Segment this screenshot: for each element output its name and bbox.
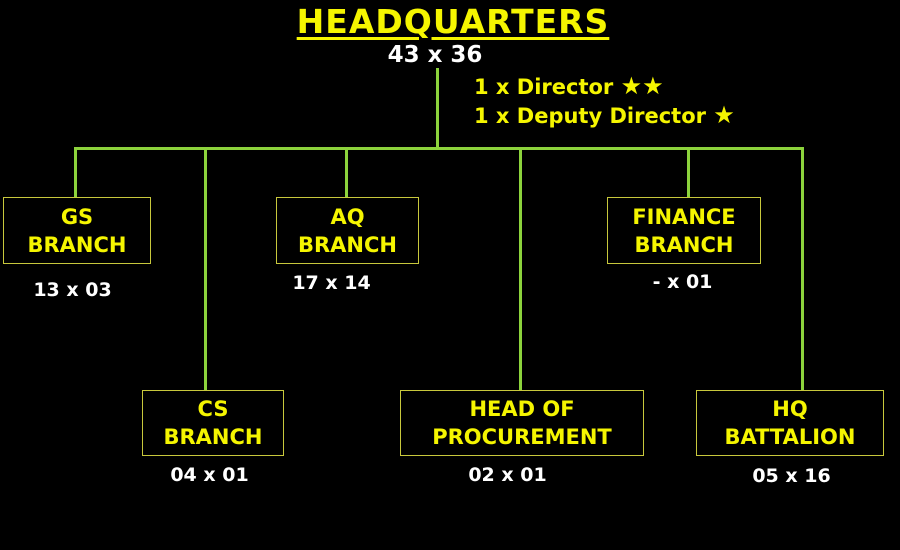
box-line: AQ (330, 204, 365, 229)
rank-label: 1 x Deputy Director (474, 104, 706, 128)
box-line: BATTALION (724, 425, 856, 449)
cs-branch-box: CS BRANCH (142, 390, 284, 456)
rank-director: 1 x Director ★★ (474, 72, 664, 100)
box-line: HQ (772, 397, 808, 421)
connector-finance (687, 148, 690, 198)
gs-count: 13 x 03 (33, 279, 112, 301)
connector-cs (204, 148, 207, 391)
box-line: BRANCH (298, 232, 397, 257)
box-line: BRANCH (163, 425, 263, 449)
procurement-count: 02 x 01 (468, 464, 547, 486)
connector-battalion (801, 148, 804, 391)
box-line: BRANCH (634, 232, 734, 257)
box-line: GS (60, 204, 94, 229)
rank-label: 1 x Director (474, 75, 614, 99)
battalion-count: 05 x 16 (752, 465, 831, 487)
star-icon: ★★ (620, 72, 664, 100)
connector-hq (436, 68, 439, 149)
finance-count: - x 01 (652, 271, 713, 293)
finance-branch-box: FINANCE BRANCH (607, 197, 761, 264)
hq-count: 43 x 36 (387, 42, 483, 68)
procurement-box: HEAD OF PROCUREMENT (400, 390, 644, 456)
box-line: PROCUREMENT (432, 425, 612, 449)
hq-title: HEADQUARTERS (296, 2, 610, 41)
connector-procurement (519, 148, 522, 391)
box-line: FINANCE (632, 204, 736, 229)
connector-aq (345, 148, 348, 198)
hq-battalion-box: HQ BATTALION (696, 390, 884, 456)
box-line: HEAD OF (469, 397, 575, 421)
connector-gs (74, 148, 77, 198)
connector-bus (74, 147, 804, 150)
aq-count: 17 x 14 (292, 272, 371, 294)
cs-count: 04 x 01 (170, 464, 249, 486)
star-icon: ★ (713, 101, 735, 129)
box-line: BRANCH (27, 232, 127, 257)
aq-branch-box: AQ BRANCH (276, 197, 419, 264)
box-line: CS (197, 397, 229, 421)
gs-branch-box: GS BRANCH (3, 197, 151, 264)
rank-deputy-director: 1 x Deputy Director ★ (474, 101, 735, 129)
